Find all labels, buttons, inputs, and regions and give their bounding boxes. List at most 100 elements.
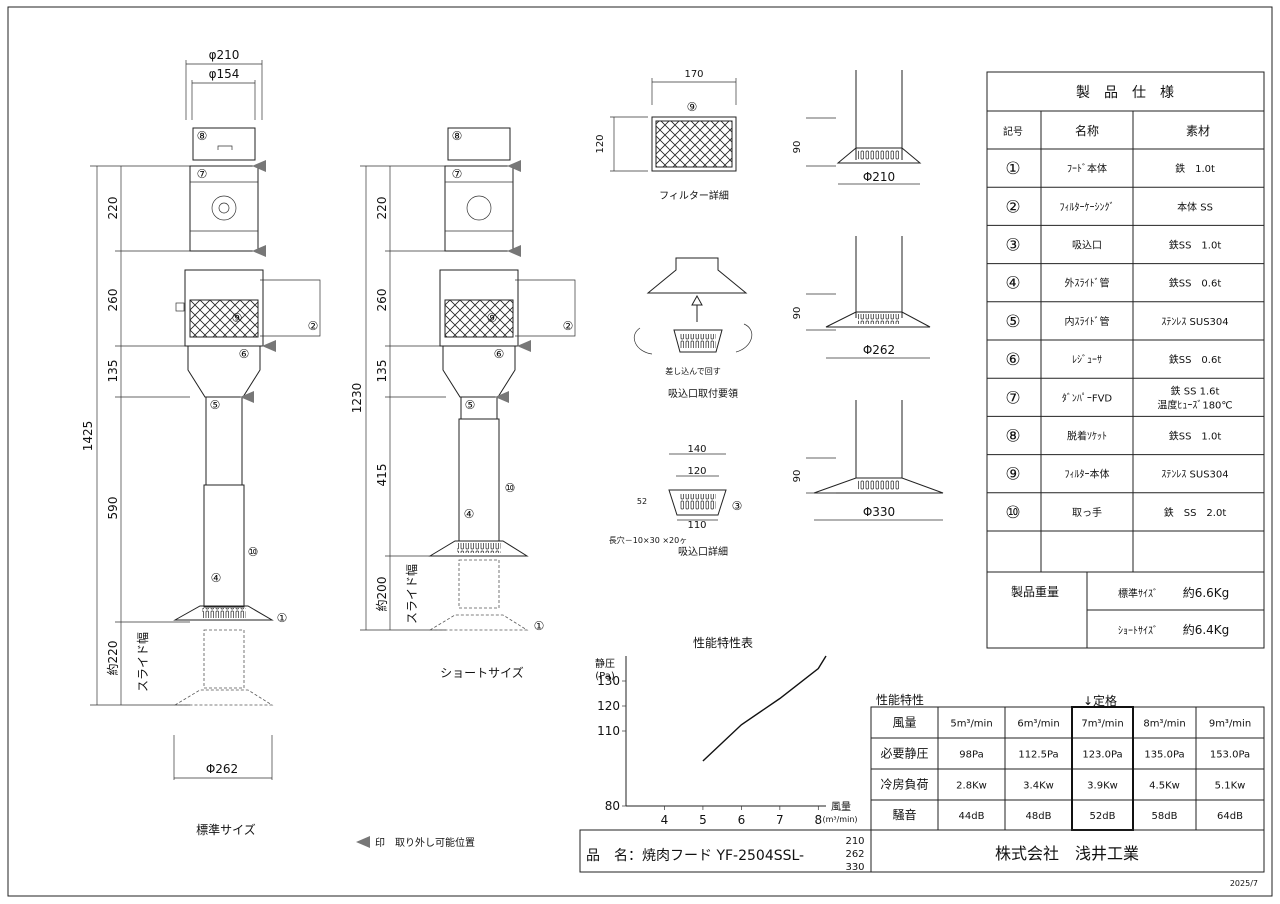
std-dia-top-inner: φ154 — [209, 67, 240, 81]
chart-ylabel: 静圧 — [595, 657, 615, 670]
perf-cell: 48dB — [1026, 811, 1052, 822]
spec-row-sym: ⑨ — [1005, 465, 1020, 485]
short-dim-135: 135 — [375, 360, 389, 383]
short-num-1: ① — [534, 619, 545, 633]
intake-d140: 140 — [687, 444, 706, 455]
short-size-view: 1230 220 260 135 415 約200 スライド幅 ⑧ ⑦ ⑨ ② … — [350, 127, 576, 680]
perf-cell: 7m³/min — [1081, 719, 1123, 730]
spec-row-sym: ③ — [1005, 236, 1020, 256]
std-slide-label: 約220 — [105, 641, 120, 676]
perf-cell: 8m³/min — [1143, 719, 1185, 730]
size-262: 262 — [845, 849, 864, 860]
perf-row-label: 騒音 — [892, 807, 916, 822]
spec-row-sym: ⑤ — [1005, 312, 1020, 332]
spec-row-name: 外ｽﾗｲﾄﾞ管 — [1065, 277, 1110, 290]
perf-cell: 3.9Kw — [1087, 781, 1118, 792]
short-dim-260: 260 — [375, 289, 389, 312]
spec-row-name: ﾌｰﾄﾞ本体 — [1067, 162, 1107, 175]
std-dia-bottom: Φ262 — [206, 762, 238, 776]
perf-cell: 64dB — [1217, 811, 1243, 822]
short-num-8: ⑧ — [452, 129, 463, 143]
install-note: 差し込んで回す — [665, 366, 721, 376]
perf-cell: 153.0Pa — [1210, 750, 1250, 761]
std-dim-260: 260 — [106, 289, 120, 312]
hood-210: 90 Φ210 — [792, 70, 922, 185]
short-num-2: ② — [563, 319, 574, 333]
short-num-6: ⑥ — [494, 347, 505, 361]
perf-cell: 5m³/min — [950, 719, 992, 730]
std-num-9: ⑨ — [232, 311, 243, 325]
short-caption: ショートサイズ — [440, 665, 524, 680]
legend-note: 印 取り外し可能位置 — [375, 836, 475, 849]
std-num-7: ⑦ — [197, 167, 208, 181]
perf-row-label: 風量 — [892, 716, 916, 730]
chart-y-tick-label: 110 — [597, 724, 620, 738]
spec-row-mat: 本体 SS — [1177, 200, 1213, 213]
spec-row-name: 取っ手 — [1072, 506, 1102, 519]
weight-short-key: ｼｮｰﾄｻｲｽﾞ — [1118, 625, 1158, 637]
spec-row-mat: 鉄 1.0t — [1175, 162, 1215, 175]
intake-h52: 52 — [637, 497, 647, 506]
spec-row-name: ﾚｼﾞｭｰｻ — [1072, 354, 1102, 366]
intake-detail: 140 120 52 110 ③ 長穴－10×30 ×20ヶ 吸込口詳細 — [609, 444, 743, 558]
perf-cell: 3.4Kw — [1023, 781, 1054, 792]
chart-title: 性能特性表 — [693, 635, 753, 650]
perf-cell: 135.0Pa — [1144, 750, 1184, 761]
perf-cell: 4.5Kw — [1149, 781, 1180, 792]
intake-d120: 120 — [687, 466, 706, 477]
hood-262-h: 90 — [792, 307, 803, 320]
short-num-7: ⑦ — [452, 167, 463, 181]
chart-x-tick-label: 4 — [661, 813, 669, 827]
std-dim-590: 590 — [106, 497, 120, 520]
perf-cell: 112.5Pa — [1018, 750, 1058, 761]
intake-caption: 吸込口詳細 — [678, 545, 728, 558]
spec-title: 製 品 仕 様 — [1076, 85, 1174, 101]
spec-row-mat2: 温度ﾋｭｰｽﾞ180℃ — [1157, 398, 1232, 411]
perf-cell: 9m³/min — [1209, 719, 1251, 730]
spec-row-sym: ⑦ — [1005, 388, 1020, 408]
perf-cell: 5.1Kw — [1215, 781, 1246, 792]
hood-330: 90 Φ330 — [792, 400, 944, 521]
spec-row-sym: ② — [1005, 197, 1020, 217]
chart-x-tick-label: 8 — [814, 813, 822, 827]
spec-row-name: ﾀﾞﾝﾊﾟｰFVD — [1062, 392, 1113, 404]
spec-row-sym: ① — [1005, 159, 1020, 179]
size-210: 210 — [845, 836, 864, 847]
spec-row-mat: ｽﾃﾝﾚｽ SUS304 — [1161, 317, 1228, 328]
std-num-10: ⑩ — [248, 545, 259, 559]
standard-size-view: φ210 φ154 1425 220 260 135 590 約220 スライド… — [81, 48, 321, 837]
spec-row-name: ﾌｨﾙﾀｰｹｰｼﾝｸﾞ — [1060, 201, 1115, 213]
spec-row-mat: 鉄SS 1.0t — [1169, 430, 1222, 443]
std-dia-top-outer: φ210 — [209, 48, 240, 62]
intake-hole: 長穴－10×30 ×20ヶ — [609, 535, 688, 545]
chart-series-line — [702, 655, 827, 762]
short-dim-total: 1230 — [350, 383, 364, 414]
short-num-5: ⑤ — [465, 398, 476, 412]
std-dim-135: 135 — [106, 360, 120, 383]
spec-row-sym: ⑩ — [1005, 503, 1020, 523]
hood-210-dia: Φ210 — [863, 170, 895, 184]
chart-y-tick-label: 120 — [597, 699, 620, 713]
chart-xlabel-unit: (m³/min) — [822, 815, 857, 824]
spec-row-name: 脱着ｿｹｯﾄ — [1067, 430, 1107, 443]
chart-x-tick-label: 5 — [699, 813, 707, 827]
size-330: 330 — [845, 862, 864, 873]
spec-row-mat: 鉄 SS 1.6t — [1171, 384, 1220, 397]
spec-row-mat: 鉄SS 0.6t — [1169, 353, 1222, 366]
spec-row-name: 吸込口 — [1072, 240, 1102, 252]
std-dim-220: 220 — [106, 197, 120, 220]
short-num-4: ④ — [464, 507, 475, 521]
legend: 印 取り外し可能位置 — [356, 836, 475, 849]
perf-cell: 2.8Kw — [956, 781, 987, 792]
perf-row-label: 必要静圧 — [880, 747, 928, 761]
spec-header-name: 名称 — [1075, 123, 1099, 138]
sheet-border — [7, 6, 1273, 897]
install-caption: 吸込口取付要領 — [668, 387, 738, 400]
std-dim-total: 1425 — [81, 421, 95, 452]
perf-rated: ↓定格 — [1083, 693, 1117, 708]
spec-row-mat: 鉄SS 1.0t — [1169, 239, 1222, 252]
filter-num: ⑨ — [687, 100, 698, 114]
